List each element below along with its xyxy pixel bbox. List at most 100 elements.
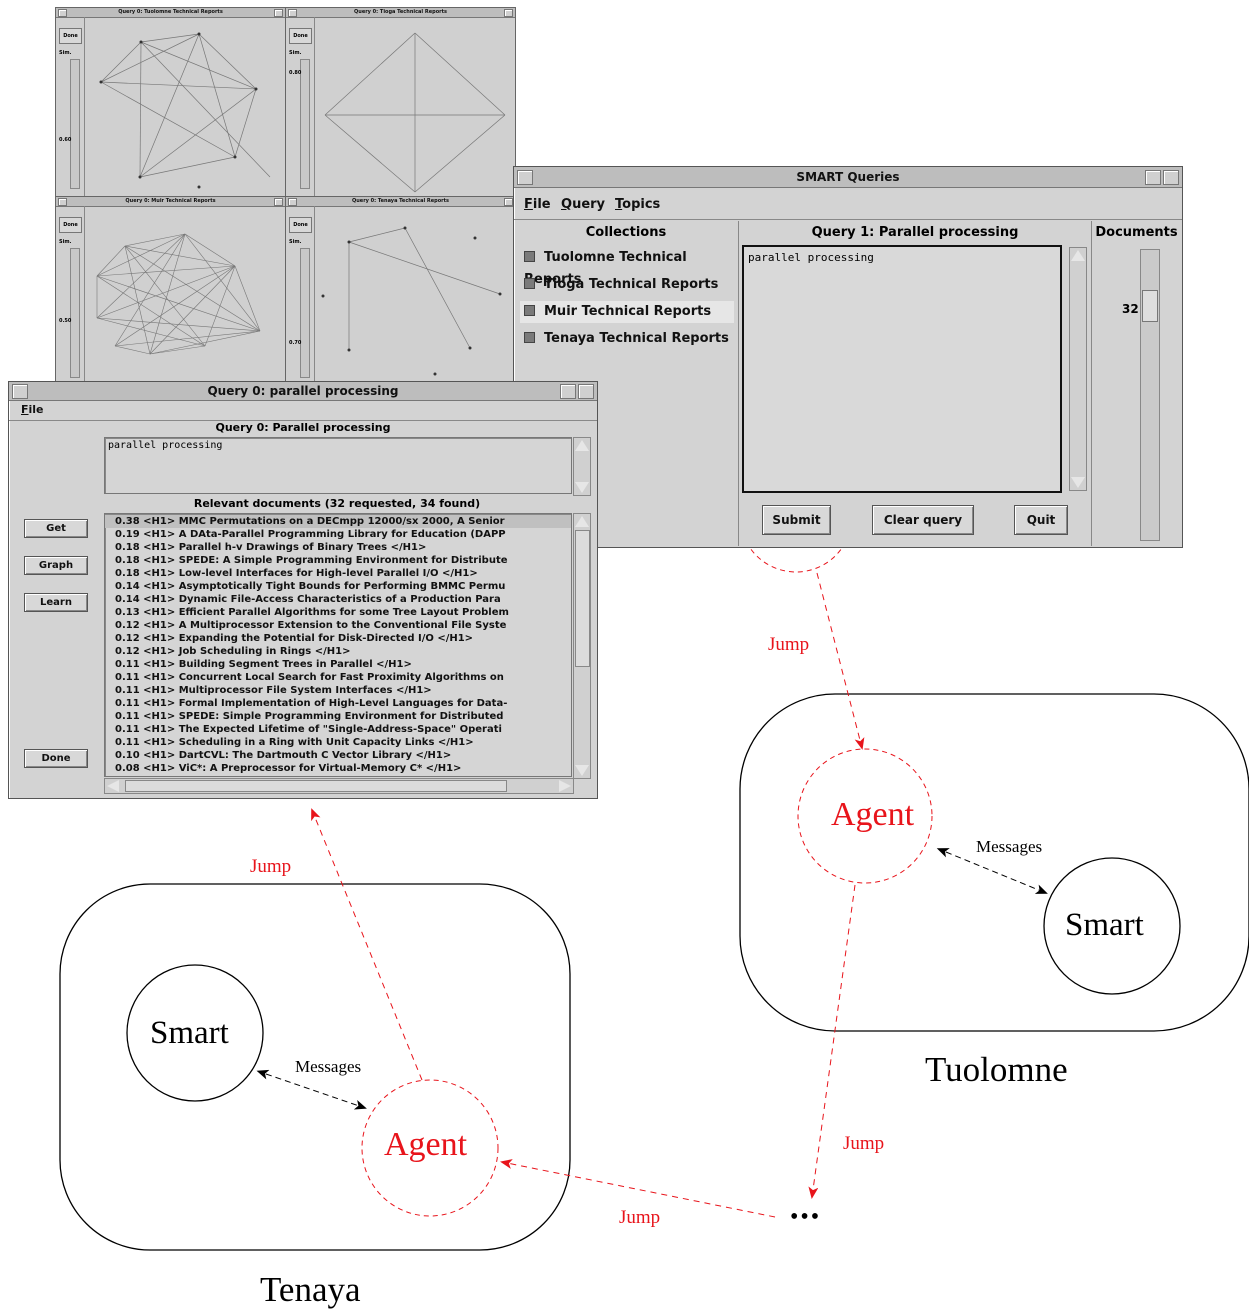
ellipsis-more-hosts: ••• (790, 1204, 822, 1230)
sim-slider[interactable] (70, 248, 80, 378)
query-header: Query 1: Parallel processing (811, 225, 1019, 240)
document-row[interactable]: 0.11 <H1> Building Segment Trees in Para… (115, 659, 412, 670)
checkbox-icon[interactable] (524, 278, 535, 289)
documents-slider-track[interactable] (1140, 249, 1160, 541)
graph-window-titlebar: Query 0: Tenaya Technical Reports (286, 197, 515, 207)
document-row[interactable]: 0.18 <H1> SPEDE: A Simple Programming En… (115, 555, 508, 566)
graph-sidebar: Done Sim. 0.70 (286, 206, 315, 383)
window-menu-button[interactable] (288, 198, 297, 206)
scroll-up-arrow[interactable] (575, 440, 589, 451)
graph-done-button[interactable]: Done (59, 217, 82, 233)
document-row[interactable]: 0.11 <H1> Concurrent Local Search for Fa… (115, 672, 504, 683)
collections-pane: Collections Tuolomne Technical Reports T… (514, 221, 739, 546)
document-row[interactable]: 0.14 <H1> Asymptotically Tight Bounds fo… (115, 581, 506, 592)
tenaya-agent-label: Agent (384, 1126, 468, 1163)
maximize-button[interactable] (504, 198, 513, 206)
scroll-thumb[interactable] (575, 530, 590, 667)
window-menu-button[interactable] (517, 170, 533, 185)
graph-done-button[interactable]: Done (59, 28, 82, 44)
scroll-down-arrow[interactable] (1071, 477, 1085, 488)
hscroll-thumb[interactable] (125, 780, 507, 792)
collection-label: Tenaya Technical Reports (544, 331, 729, 346)
tenaya-agent-circle (361, 1079, 499, 1217)
query0-textarea[interactable]: parallel processing (104, 437, 572, 494)
graph-window-titlebar: Query 0: Tioga Technical Reports (286, 8, 515, 18)
sim-slider[interactable] (300, 248, 310, 378)
document-row[interactable]: 0.18 <H1> Low-level Interfaces for High-… (115, 568, 478, 579)
query0-text-scrollbar[interactable] (573, 437, 591, 496)
checkbox-icon[interactable] (524, 305, 535, 316)
maximize-button[interactable] (504, 9, 513, 17)
graph-window-title: Query 0: Tioga Technical Reports (354, 9, 447, 15)
sim-label: Sim. (59, 50, 72, 56)
scroll-down-arrow[interactable] (575, 482, 589, 493)
get-button[interactable]: Get (24, 519, 88, 538)
checkbox-icon[interactable] (524, 332, 535, 343)
document-row[interactable]: 0.19 <H1> A DAta-Parallel Programming Li… (115, 529, 506, 540)
document-row[interactable]: 0.12 <H1> Expanding the Potential for Di… (115, 633, 474, 644)
done-button[interactable]: Done (24, 749, 88, 768)
submit-button[interactable]: Submit (762, 505, 831, 535)
collection-muir[interactable]: Muir Technical Reports (520, 301, 734, 323)
document-list-hscrollbar[interactable] (104, 778, 574, 794)
window-menu-button[interactable] (288, 9, 297, 17)
document-row[interactable]: 0.38 <H1> MMC Permutations on a DECmpp 1… (105, 515, 571, 528)
scroll-left-arrow[interactable] (107, 780, 119, 792)
menu-topics[interactable]: Topics (615, 197, 661, 212)
query0-header: Query 0: Parallel processing (215, 421, 391, 434)
graph-button[interactable]: Graph (24, 556, 88, 575)
menu-file[interactable]: File (21, 403, 44, 416)
document-row[interactable]: 0.11 <H1> The Expected Lifetime of "Sing… (115, 724, 502, 735)
graph-sidebar: Done Sim. 0.60 (56, 17, 85, 196)
collection-tenaya[interactable]: Tenaya Technical Reports (524, 328, 729, 350)
tuolomne-host-box (739, 693, 1249, 1032)
document-row[interactable]: 0.08 <H1> ViC*: A Preprocessor for Virtu… (115, 763, 462, 774)
document-row[interactable]: 0.13 <H1> Efficient Parallel Algorithms … (115, 607, 509, 618)
graph-window-title: Query 0: Tenaya Technical Reports (352, 198, 449, 204)
window-menu-button[interactable] (58, 9, 67, 17)
document-row[interactable]: 0.11 <H1> SPEDE: Simple Programming Envi… (115, 711, 504, 722)
document-row[interactable]: 0.11 <H1> Multiprocessor File System Int… (115, 685, 432, 696)
collection-tuolomne[interactable]: Tuolomne Technical Reports (524, 247, 738, 287)
menu-query[interactable]: Query (561, 197, 606, 212)
scroll-right-arrow[interactable] (559, 780, 571, 792)
document-row[interactable]: 0.18 <H1> Parallel h-v Drawings of Binar… (115, 542, 427, 553)
tenaya-smart-circle (126, 964, 264, 1102)
scroll-up-arrow[interactable] (1071, 250, 1085, 261)
document-row[interactable]: 0.12 <H1> A Multiprocessor Extension to … (115, 620, 507, 631)
document-list-scrollbar[interactable] (573, 513, 591, 779)
document-list[interactable]: 0.38 <H1> MMC Permutations on a DECmpp 1… (104, 513, 572, 777)
maximize-button[interactable] (274, 198, 283, 206)
document-row[interactable]: 0.10 <H1> DartCVL: The Dartmouth C Vecto… (115, 750, 452, 761)
sim-slider[interactable] (70, 59, 80, 189)
maximize-button[interactable] (274, 9, 283, 17)
document-row[interactable]: 0.11 <H1> Scheduling in a Ring with Unit… (115, 737, 474, 748)
learn-button[interactable]: Learn (24, 593, 88, 612)
sim-label: Sim. (59, 239, 72, 245)
minimize-button[interactable] (1145, 170, 1161, 185)
document-row[interactable]: 0.11 <H1> Formal Implementation of High-… (115, 698, 508, 709)
documents-slider-thumb[interactable] (1142, 290, 1158, 322)
document-row[interactable]: 0.14 <H1> Dynamic File-Access Characteri… (115, 594, 501, 605)
query0-text: parallel processing (108, 440, 223, 451)
graph-sidebar: Done Sim. 0.80 (286, 17, 315, 196)
collection-tioga[interactable]: Tioga Technical Reports (524, 274, 718, 296)
maximize-button[interactable] (1163, 170, 1179, 185)
window-menu-button[interactable] (12, 384, 28, 399)
clear-query-button[interactable]: Clear query (872, 505, 974, 535)
minimize-button[interactable] (560, 384, 576, 399)
window-menu-button[interactable] (58, 198, 67, 206)
checkbox-icon[interactable] (524, 251, 535, 262)
graph-done-button[interactable]: Done (289, 217, 312, 233)
collections-header: Collections (585, 225, 667, 240)
query-scrollbar[interactable] (1069, 247, 1087, 491)
scroll-down-arrow[interactable] (575, 765, 589, 776)
graph-done-button[interactable]: Done (289, 28, 312, 44)
sim-slider[interactable] (300, 59, 310, 189)
maximize-button[interactable] (578, 384, 594, 399)
scroll-up-arrow[interactable] (575, 516, 589, 527)
query-textarea[interactable]: parallel processing (742, 245, 1062, 493)
quit-button[interactable]: Quit (1014, 505, 1068, 535)
document-row[interactable]: 0.12 <H1> Job Scheduling in Rings </H1> (115, 646, 351, 657)
menu-file[interactable]: File (524, 197, 551, 212)
